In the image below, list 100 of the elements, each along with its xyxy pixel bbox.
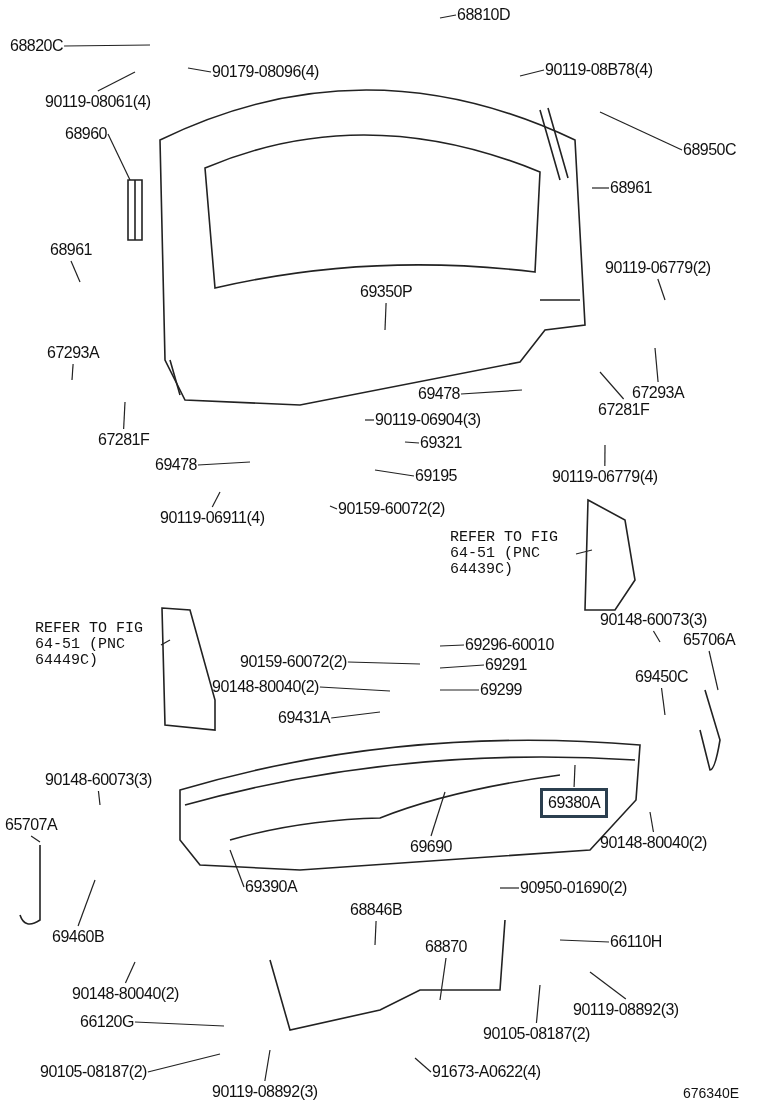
- leader-line: [573, 764, 576, 788]
- part-number: 69460B: [52, 927, 105, 947]
- part-number: 90119-06904(3): [375, 410, 481, 430]
- leader-line: [77, 879, 96, 927]
- part-number: 90148-80040(2): [600, 833, 707, 853]
- part-number: 91673-A0622(4): [432, 1062, 541, 1082]
- part-number: 69350P: [360, 282, 413, 302]
- part-number: 90119-08892(3): [573, 1000, 679, 1020]
- part-number: 67281F: [98, 430, 150, 450]
- part-number: 67293A: [632, 383, 685, 403]
- part-number: 69291: [485, 655, 527, 675]
- leader-line: [599, 111, 683, 151]
- part-number: 90148-80040(2): [72, 984, 179, 1004]
- part-number: 68960: [65, 124, 107, 144]
- leader-line: [30, 835, 41, 843]
- part-number: 65706A: [683, 630, 736, 650]
- leader-line: [197, 461, 251, 466]
- leader-line: [97, 790, 101, 806]
- leader-line: [439, 957, 447, 1001]
- part-number: 90119-06911(4): [160, 508, 265, 528]
- leader-line: [187, 67, 212, 73]
- reference-note: REFER TO FIG 64-51 (PNC 64449C): [35, 621, 160, 669]
- part-number: 90105-08187(2): [483, 1024, 590, 1044]
- leader-line: [439, 664, 485, 669]
- leader-line: [160, 639, 171, 646]
- leader-line: [319, 686, 391, 692]
- leader-line: [134, 1021, 225, 1027]
- leader-line: [519, 69, 545, 77]
- part-number: 68846B: [350, 900, 403, 920]
- part-number: 69690: [410, 837, 452, 857]
- leader-line: [599, 371, 625, 400]
- illustration-number: 676340E: [683, 1085, 740, 1101]
- leader-line: [591, 187, 610, 189]
- part-number: 90159-60072(2): [240, 652, 347, 672]
- part-number: 69296-60010: [465, 635, 554, 655]
- part-number: 90179-08096(4): [212, 62, 319, 82]
- leader-line: [660, 687, 666, 716]
- leader-line: [430, 791, 446, 837]
- leader-line: [439, 14, 457, 19]
- leader-line: [439, 644, 465, 647]
- part-number: 69450C: [635, 667, 689, 687]
- part-number: 90148-60073(3): [600, 610, 707, 630]
- part-number: 90119-06779(2): [605, 258, 711, 278]
- part-number: 69431A: [278, 708, 331, 728]
- leader-line: [439, 689, 480, 691]
- leader-line: [63, 44, 151, 47]
- leader-line: [374, 920, 377, 946]
- reference-note: REFER TO FIG 64-51 (PNC 64439C): [450, 530, 575, 578]
- leader-line: [604, 444, 606, 467]
- leader-line: [71, 363, 74, 381]
- part-number: 90119-06779(4): [552, 467, 658, 487]
- part-number: 69390A: [245, 877, 298, 897]
- leader-line: [657, 278, 666, 301]
- part-number: 69380A: [540, 788, 609, 818]
- part-number: 69478: [155, 455, 197, 475]
- part-number: 67293A: [47, 343, 100, 363]
- part-number: 68961: [50, 240, 92, 260]
- part-number: 66120G: [80, 1012, 134, 1032]
- part-number: 90148-80040(2): [212, 677, 319, 697]
- part-number: 90159-60072(2): [338, 499, 445, 519]
- leader-line: [652, 630, 661, 643]
- part-number: 90119-08892(3): [212, 1082, 318, 1102]
- leader-line: [589, 971, 627, 1000]
- leader-line: [374, 469, 415, 477]
- leader-line: [649, 811, 655, 833]
- part-number: 68820C: [10, 36, 64, 56]
- part-number: 69195: [415, 466, 457, 486]
- part-number: 90148-60073(3): [45, 770, 152, 790]
- leader-line: [654, 347, 659, 383]
- leader-line: [559, 939, 610, 943]
- leader-line: [147, 1053, 221, 1073]
- part-number: 69478: [418, 384, 460, 404]
- part-number: 69321: [420, 433, 462, 453]
- leader-line: [264, 1049, 271, 1082]
- part-number: 68950C: [683, 140, 737, 160]
- leader-line: [414, 1057, 432, 1073]
- leader-line: [123, 401, 126, 430]
- leader-line: [107, 133, 131, 181]
- leader-line: [329, 505, 338, 510]
- leader-line: [70, 260, 81, 283]
- part-number: 90119-08B78(4): [545, 60, 653, 80]
- part-number: 90105-08187(2): [40, 1062, 147, 1082]
- leader-line: [535, 984, 541, 1024]
- leader-line: [384, 302, 387, 331]
- leader-line: [229, 849, 245, 888]
- part-number: 68810D: [457, 5, 511, 25]
- leader-line: [708, 650, 719, 691]
- leader-line: [499, 887, 520, 889]
- leader-line: [460, 389, 523, 395]
- part-number: 68961: [610, 178, 652, 198]
- part-number: 90119-08061(4): [45, 92, 151, 112]
- leader-line: [404, 441, 420, 444]
- part-number: 68870: [425, 937, 467, 957]
- leader-line: [330, 711, 381, 719]
- leader-line: [575, 549, 593, 555]
- part-number: 65707A: [5, 815, 58, 835]
- leader-line: [211, 491, 221, 508]
- leader-line: [364, 419, 375, 421]
- part-number: 69299: [480, 680, 522, 700]
- leader-line: [124, 961, 136, 984]
